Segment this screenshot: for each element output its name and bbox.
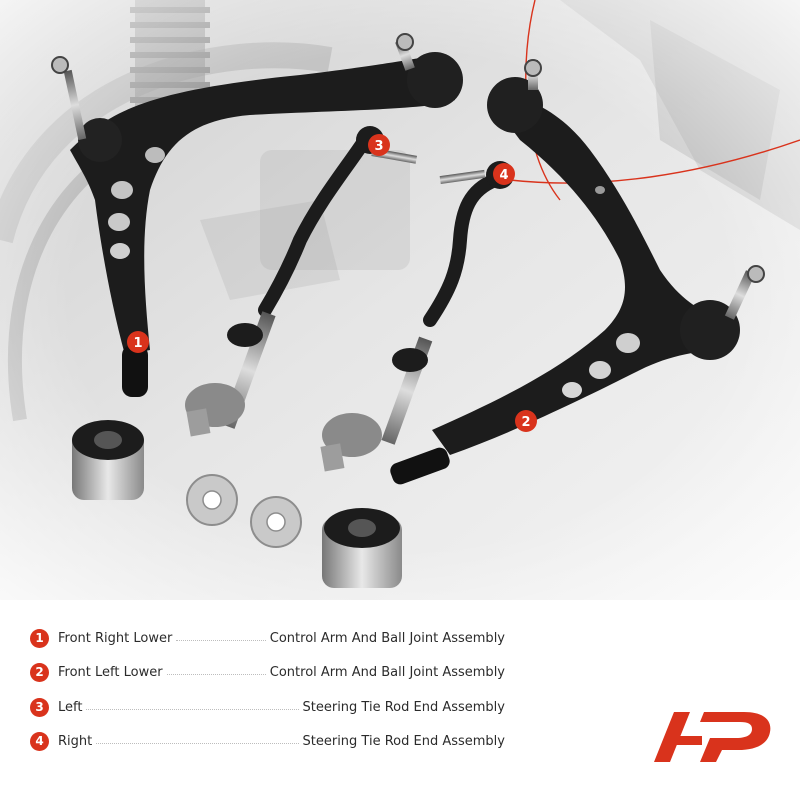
svg-text:3: 3 (374, 139, 383, 154)
bushing-left (72, 420, 144, 500)
legend-number-badge: 1 (30, 628, 49, 648)
callout-3: 3 (368, 134, 390, 156)
callout-4: 4 (493, 163, 515, 185)
legend-item-name: Front Right Lower (58, 630, 173, 646)
legend-number-badge: 2 (30, 662, 49, 682)
legend-item-description: Control Arm And Ball Joint Assembly (269, 630, 505, 646)
legend-number-badge: 4 (30, 731, 49, 751)
legend-item-description: Steering Tie Rod End Assembly (302, 699, 506, 715)
washer-right (250, 496, 302, 548)
legend-item-description: Control Arm And Ball Joint Assembly (269, 664, 505, 680)
svg-text:2: 2 (521, 415, 530, 430)
a-premium-logo-icon (652, 710, 774, 764)
legend-item-description: Steering Tie Rod End Assembly (302, 733, 506, 749)
dotted-leader (96, 742, 299, 744)
legend-item-3: 3 Left Steering Tie Rod End Assembly (30, 695, 505, 719)
legend-item-1: 1 Front Right Lower Control Arm And Ball… (30, 626, 505, 650)
control-arm-front-right (51, 33, 463, 397)
legend-item-name: Left (58, 699, 83, 715)
callout-2: 2 (515, 410, 537, 432)
legend-item-name: Front Left Lower (58, 664, 163, 680)
legend-item-4: 4 Right Steering Tie Rod End Assembly (30, 729, 505, 753)
callout-1: 1 (127, 331, 149, 353)
dotted-leader (176, 639, 266, 641)
control-arm-front-left (390, 59, 765, 485)
legend-number-badge: 3 (30, 697, 49, 717)
dotted-leader (166, 673, 266, 675)
tie-rod-right (320, 161, 514, 472)
washer-left (186, 474, 238, 526)
svg-text:1: 1 (133, 336, 142, 351)
svg-text:4: 4 (499, 168, 508, 183)
dotted-leader (86, 708, 299, 710)
legend-item-2: 2 Front Left Lower Control Arm And Ball … (30, 660, 505, 684)
product-photo: 1 2 3 4 (0, 0, 800, 600)
bushing-right (322, 508, 402, 588)
legend-item-name: Right (58, 733, 93, 749)
